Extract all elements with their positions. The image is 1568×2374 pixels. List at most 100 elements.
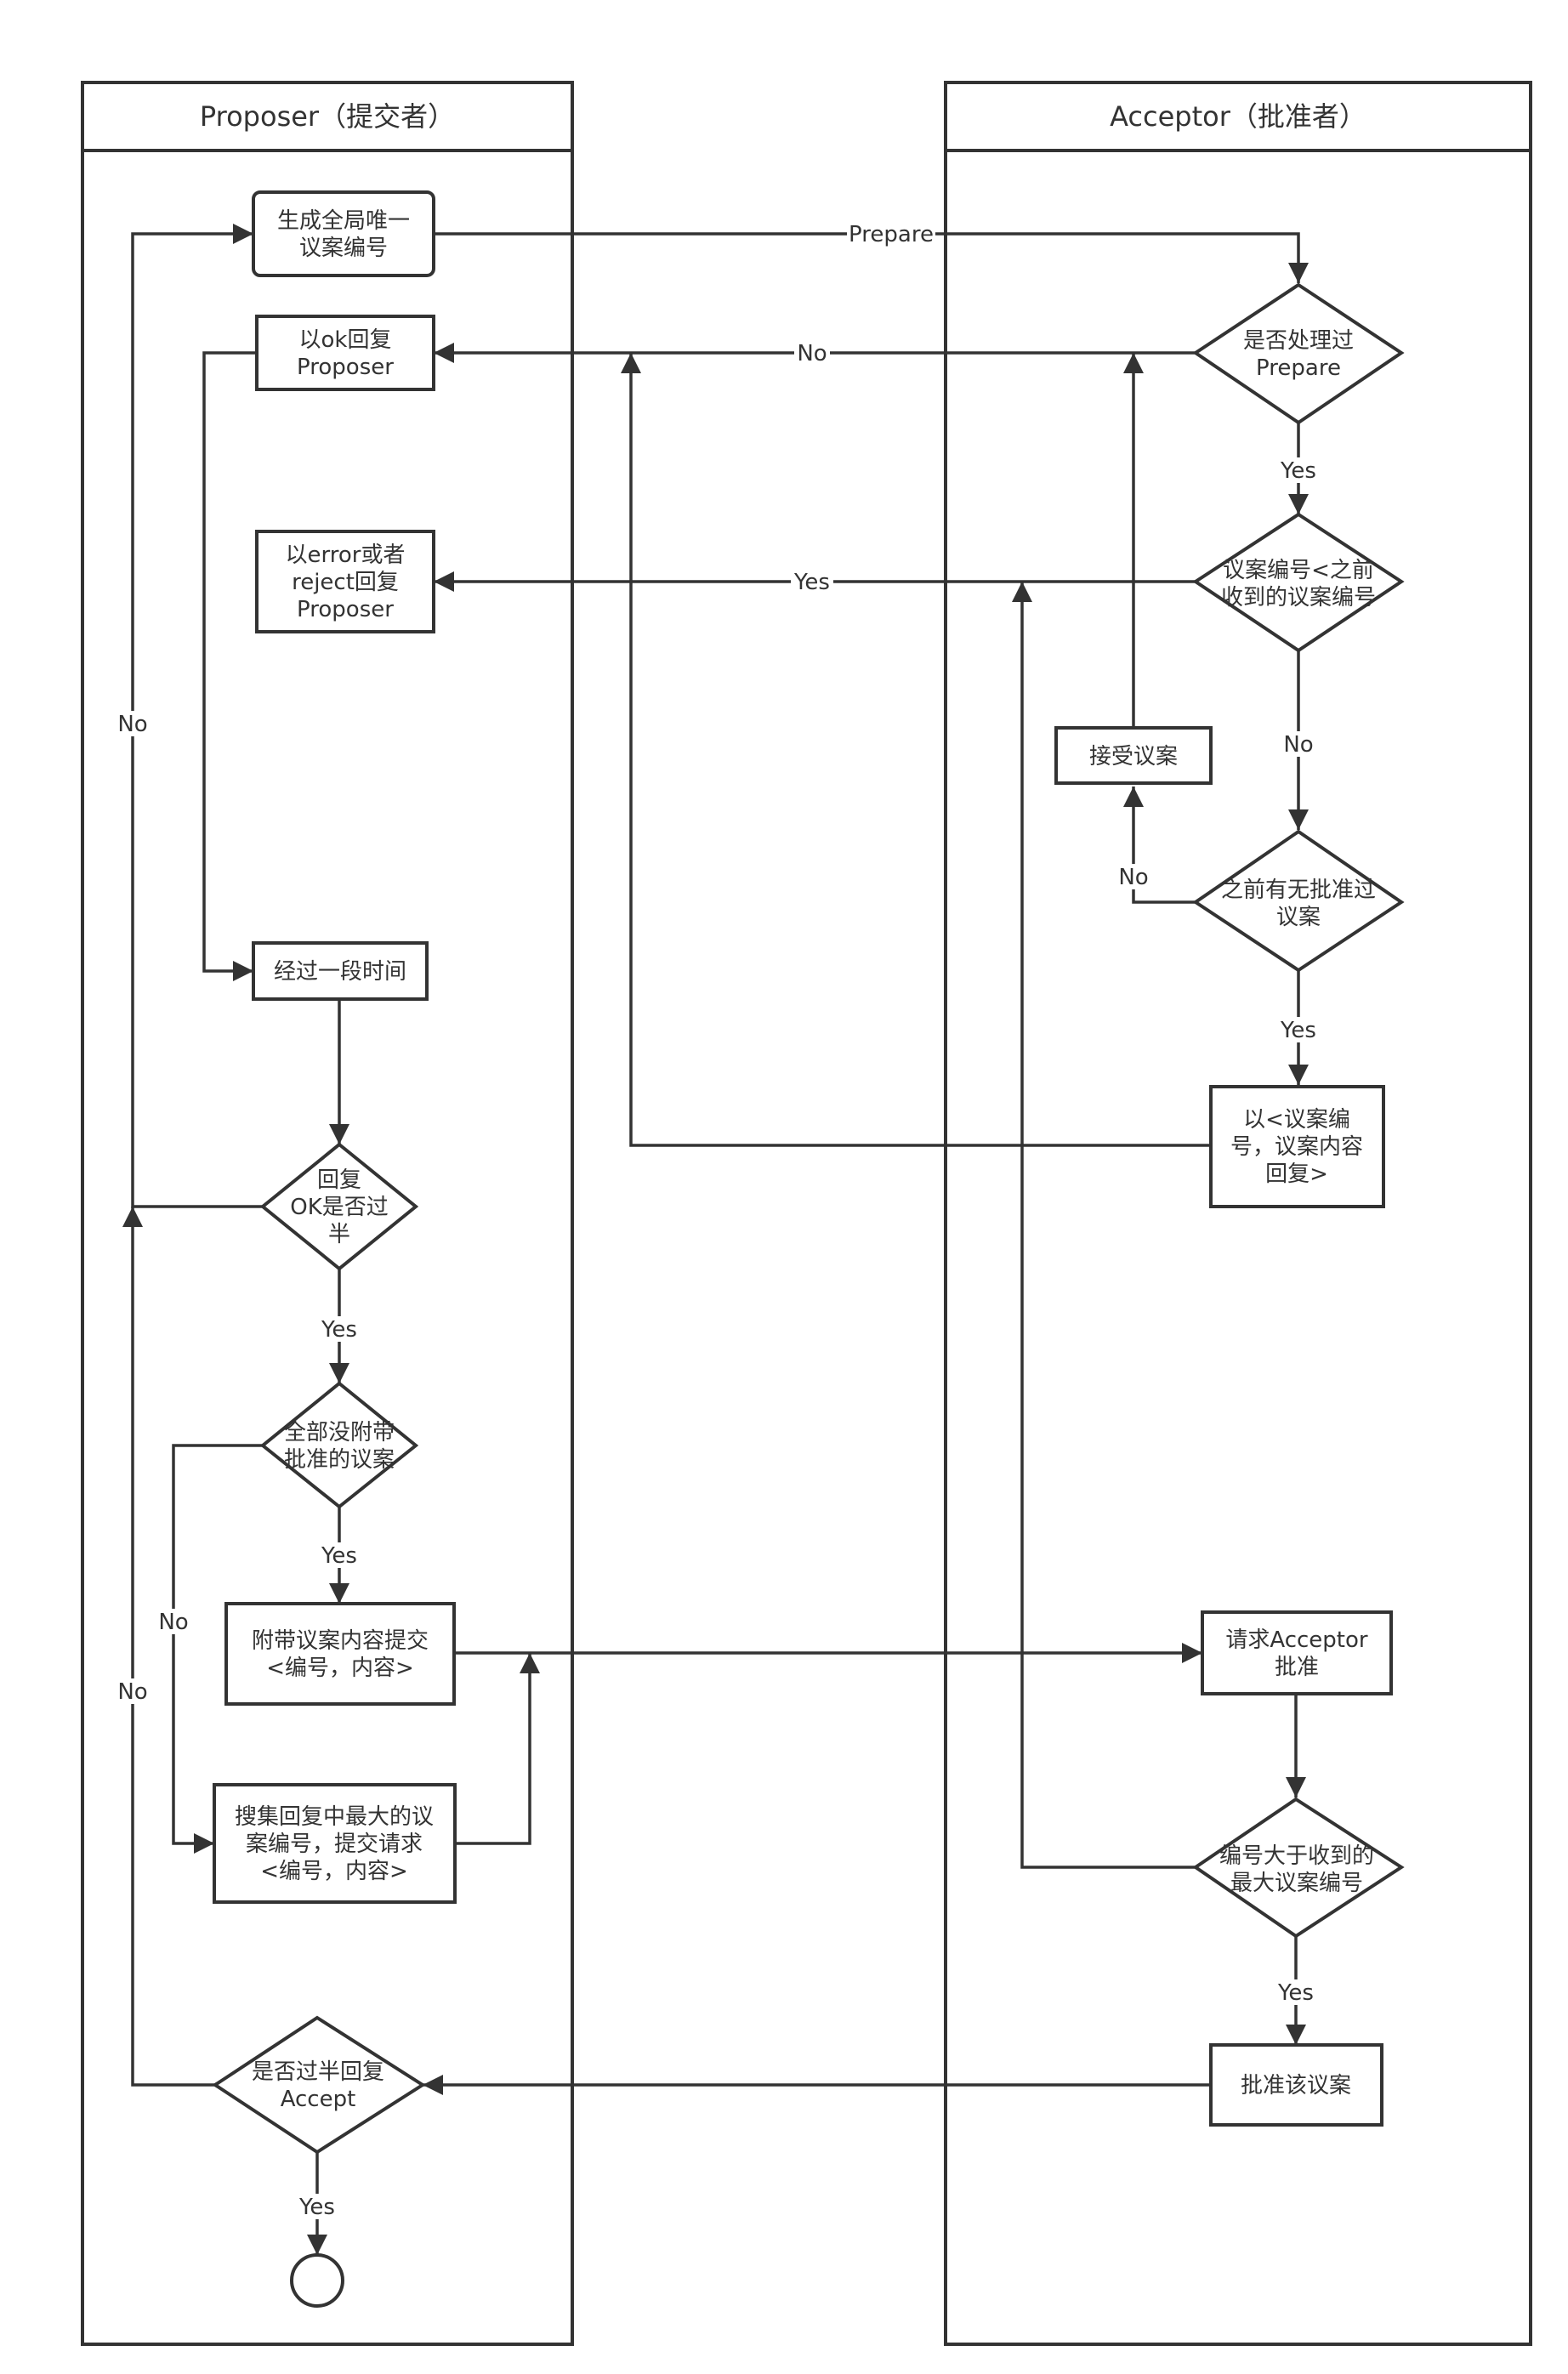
edge-approved-no [1123,787,1196,904]
node-wait: 经过一段时间 [252,941,429,1001]
node-label-line: 号，议案内容 [1230,1134,1363,1160]
node-label-line: 全部没附带 [284,1420,395,1445]
svg-text:搜集回复中最大的议案编号，提交请求<编号，内容>: 搜集回复中最大的议案编号，提交请求<编号，内容> [235,1804,434,1884]
lane-proposer-title: Proposer（提交者） [200,100,455,133]
label-prepare: Prepare [849,222,934,247]
node-label-line: <编号，内容> [260,1859,408,1884]
node-label-line: 批准该议案 [1241,2073,1351,2099]
svg-text:接受议案: 接受议案 [1089,744,1178,770]
edge-none-no [172,1444,263,1854]
node-label-line: 回复> [1265,1161,1328,1187]
node-id-less: 议案编号<之前收到的议案编号 [1192,512,1405,653]
label-none-yes: Yes [321,1543,357,1569]
svg-text:议案编号<之前收到的议案编号: 议案编号<之前收到的议案编号 [1221,558,1376,611]
node-label-line: 接受议案 [1089,744,1178,770]
node-label-line: 批准的议案 [284,1447,395,1473]
node-label-line: 案编号，提交请求 [246,1832,423,1857]
svg-text:全部没附带批准的议案: 全部没附带批准的议案 [284,1420,395,1473]
node-approved-before: 之前有无批准过议案 [1192,829,1405,973]
node-label-line: 附带议案内容提交 [252,1628,429,1654]
lane-acceptor-title: Acceptor（批准者） [1110,100,1366,133]
edge-accept-no [122,1207,215,2087]
svg-text:批准该议案: 批准该议案 [1241,2073,1351,2099]
edge-replyok-wait [202,351,257,981]
node-label-line: 收到的议案编号 [1221,585,1376,611]
node-label-line: 编号大于收到的 [1219,1843,1374,1869]
label-processed-yes: Yes [1280,458,1316,484]
edges [122,224,1309,2255]
node-label-line: Proposer [297,597,394,622]
svg-text:生成全局唯一议案编号: 生成全局唯一议案编号 [277,208,410,261]
svg-text:以<议案编号，议案内容回复>: 以<议案编号，议案内容回复> [1230,1107,1363,1187]
edge-labels: Prepare No Yes Yes No No Yes No Yes Yes … [115,221,1319,2220]
edge-collect-join [455,1653,540,1845]
lane-acceptor: Acceptor（批准者） [944,81,1532,2346]
node-label-line: 以<议案编 [1243,1107,1350,1133]
node-end [290,2253,344,2308]
node-label-line: 议案编号 [299,236,388,261]
node-label-line: 批准 [1275,1655,1319,1680]
node-collect-max: 搜集回复中最大的议案编号，提交请求<编号，内容> [213,1783,457,1904]
node-label-line: Proposer [297,355,394,380]
node-label-line: 半 [328,1222,350,1247]
label-idless-yes: Yes [793,570,830,595]
label-idless-no: No [1283,732,1313,758]
label-approved-yes: Yes [1280,1018,1316,1043]
node-reply-id-content: 以<议案编号，议案内容回复> [1209,1085,1385,1208]
node-label-line: 议案 [1276,905,1321,930]
edge-reply-content [621,353,1211,1147]
node-accept-proposal: 接受议案 [1054,726,1213,785]
svg-text:经过一段时间: 经过一段时间 [274,959,406,985]
node-label-line: 回复 [317,1167,361,1193]
node-label-line: OK是否过 [290,1195,389,1220]
node-label-line: Prepare [1256,355,1341,381]
svg-text:之前有无批准过议案: 之前有无批准过议案 [1221,877,1376,930]
lane-proposer: Proposer（提交者） [81,81,574,2346]
svg-text:附带议案内容提交<编号，内容>: 附带议案内容提交<编号，内容> [252,1628,429,1681]
node-submit-attached: 附带议案内容提交<编号，内容> [224,1602,456,1706]
node-none-attached: 全部没附带批准的议案 [259,1381,419,1509]
label-accept-no: No [117,1679,147,1705]
node-label-line: 以ok回复 [299,327,392,353]
node-approve: 批准该议案 [1209,2043,1383,2127]
node-label-line: 是否过半回复 [252,2059,384,2085]
label-accept-yes: Yes [298,2195,335,2220]
node-label-line: 生成全局唯一 [277,208,410,234]
node-gen-id: 生成全局唯一议案编号 [252,190,435,277]
edge-greater-no [1012,582,1196,1869]
label-greater-yes: Yes [1277,1980,1314,2006]
node-label-line: 请求Acceptor [1225,1627,1368,1653]
label-none-no: No [158,1610,188,1635]
edge-prepare [434,232,1309,283]
node-label-line: 之前有无批准过 [1221,877,1376,903]
node-label-line: Accept [281,2087,356,2112]
node-label-line: 最大议案编号 [1230,1871,1363,1896]
svg-text:编号大于收到的最大议案编号: 编号大于收到的最大议案编号 [1219,1843,1374,1896]
node-label-line: <编号，内容> [266,1656,414,1681]
node-label-line: 以error或者 [286,542,406,568]
node-label-line: 是否处理过 [1243,328,1354,354]
edge-majority-no [131,224,263,1208]
node-label-line: 议案编号<之前 [1223,558,1374,583]
node-label-line: 搜集回复中最大的议 [235,1804,434,1830]
node-id-greater: 编号大于收到的最大议案编号 [1192,1797,1405,1939]
node-label-line: 经过一段时间 [274,959,406,985]
label-majority-no: No [117,712,147,737]
label-processed-no: No [797,341,827,366]
label-approved-no: No [1118,865,1148,890]
label-majority-yes: Yes [321,1317,357,1343]
